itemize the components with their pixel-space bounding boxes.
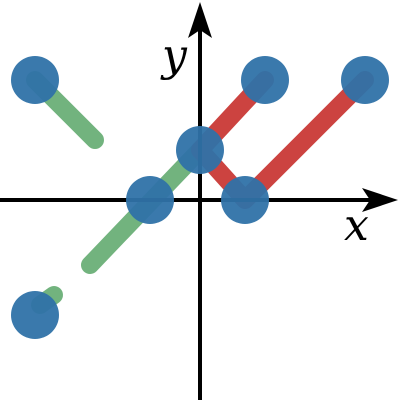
y-axis-arrow [188, 2, 212, 38]
chart-points [11, 56, 389, 339]
data-point-6 [11, 291, 59, 339]
data-point-0 [11, 56, 59, 104]
data-point-3 [176, 126, 224, 174]
series-4-line [191, 71, 374, 209]
data-point-5 [221, 176, 269, 224]
x-axis-arrow [362, 188, 398, 212]
x-axis-label: x [344, 200, 369, 251]
y-axis-label: y [160, 30, 188, 81]
data-point-1 [241, 56, 289, 104]
data-point-4 [126, 176, 174, 224]
data-point-2 [341, 56, 389, 104]
